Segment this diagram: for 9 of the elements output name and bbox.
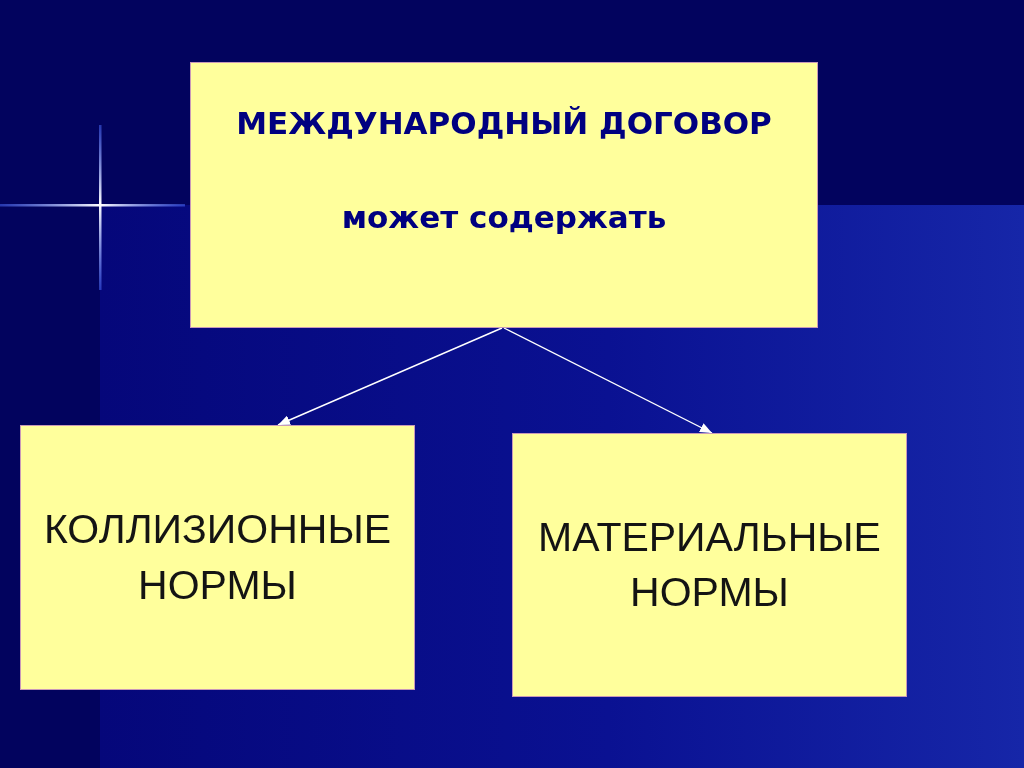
- arrow: [277, 327, 503, 426]
- content-box: [190, 62, 818, 328]
- box-label: МАТЕРИАЛЬНЫЕ НОРМЫ: [537, 512, 882, 617]
- box-title: МЕЖДУНАРОДНЫЙ ДОГОВОР: [236, 105, 772, 143]
- arrow: [503, 327, 713, 434]
- content-box: [20, 425, 415, 690]
- content-box: [512, 433, 907, 697]
- box-subtitle: может содержать: [341, 199, 667, 237]
- box-label: КОЛЛИЗИОННЫЕ НОРМЫ: [42, 505, 393, 610]
